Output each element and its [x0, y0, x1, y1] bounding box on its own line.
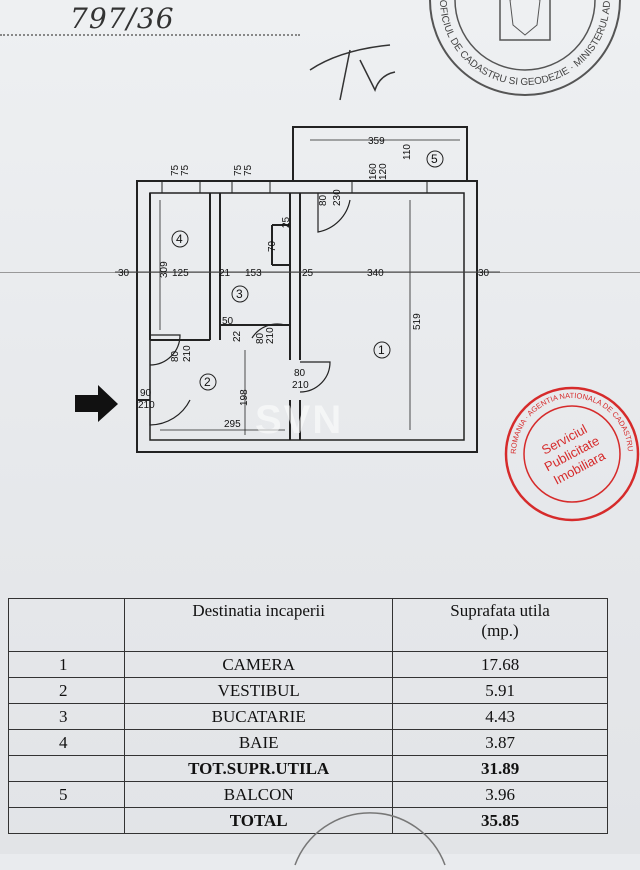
- door-kitchen-arc: [251, 323, 286, 339]
- window-kitchen: [231, 180, 271, 194]
- coat-of-arms-icon: [499, 0, 551, 41]
- dim-wall-left: 30: [118, 268, 130, 279]
- door-entry-arc: [149, 380, 191, 426]
- dim-room-width: 340: [367, 268, 384, 279]
- dim-bath-width: 125: [172, 268, 189, 279]
- dim-wall-mid2: 25: [302, 268, 314, 279]
- dim-kitchen-depth-a: 25: [281, 216, 292, 228]
- bottom-stamp-fragment: [294, 812, 446, 866]
- room-number-5: 5: [431, 152, 438, 166]
- room-number-1: 1: [378, 343, 385, 357]
- table-row: 2 VESTIBUL 5.91: [7, 677, 608, 704]
- dim-kitchen-small2: 22: [232, 330, 243, 342]
- window-room: [351, 180, 428, 194]
- subtotal-row: TOT.SUPR.UTILA 31.89: [7, 755, 608, 782]
- dim-room-depth: 519: [412, 313, 423, 330]
- publicity-stamp: ROMANIA · AGENTIA NATIONALA DE CADASTRU …: [500, 378, 640, 522]
- header-destination: Destinatia incaperii: [124, 598, 394, 652]
- dim-window-1b: 75: [180, 164, 191, 176]
- dim-hall-depth: 198: [239, 389, 250, 406]
- table-row: 4 BAIE 3.87: [7, 729, 608, 756]
- dim-door-bath-w: 80: [170, 350, 181, 362]
- dim-window-2b: 75: [243, 164, 254, 176]
- dim-hall-width: 295: [224, 419, 241, 430]
- dim-balcony-width: 359: [368, 136, 385, 147]
- watermark: SVN: [255, 398, 344, 442]
- room-number-2: 2: [204, 375, 211, 389]
- outer-wall: [136, 180, 478, 453]
- dim-window-room-h: 120: [378, 163, 389, 180]
- table-row: 5 BALCON 3.96: [7, 781, 608, 808]
- dim-wall-mid: 21: [219, 268, 231, 279]
- dim-door-balcony-w: 80: [318, 194, 329, 206]
- dotted-line: [0, 34, 300, 36]
- dim-kitchen-small: 50: [222, 316, 234, 327]
- table-row: 1 CAMERA 17.68: [7, 651, 608, 678]
- handwritten-reference: 797/36: [70, 2, 175, 35]
- door-room-arc: [299, 361, 331, 393]
- dim-window-1: 75: [170, 164, 181, 176]
- dim-balcony-depth: 110: [402, 144, 413, 160]
- table-header-row: Destinatia incaperii Suprafata utila (mp…: [7, 598, 608, 652]
- dim-window-room-w: 160: [368, 163, 379, 180]
- entry-arrow-icon: [75, 385, 118, 422]
- header-area: Suprafata utila (mp.): [392, 598, 608, 652]
- dim-door-kitchen-h: 210: [265, 327, 276, 344]
- room-number-3: 3: [236, 287, 243, 301]
- dim-wall-right: 30: [478, 268, 490, 279]
- cadastre-stamp-top: OFICIUL DE CADASTRU SI GEODEZIE · MINIST…: [425, 0, 621, 96]
- window-bath: [161, 180, 201, 194]
- floor-plan: 4 3 2 1 5 359 110 75 75 75 75 80 230 1: [0, 100, 640, 480]
- total-row: TOTAL 35.85: [7, 807, 608, 834]
- room-number-4: 4: [176, 232, 183, 246]
- table-row: 3 BUCATARIE 4.43: [7, 703, 608, 730]
- dim-entry-door-w: 90: [140, 388, 152, 399]
- header-empty: [7, 598, 126, 652]
- dim-door-room-h: 210: [292, 380, 309, 391]
- signature: [309, 44, 396, 101]
- dim-door-bath-h: 210: [182, 345, 193, 362]
- dim-bath-length: 309: [159, 261, 170, 278]
- dim-window-2: 75: [233, 164, 244, 176]
- door-bath-arc: [149, 334, 181, 366]
- dim-kitchen-width: 153: [245, 268, 262, 279]
- dim-entry-door-h: 210: [138, 400, 155, 411]
- dim-door-balcony-h: 230: [332, 189, 343, 206]
- dim-door-room-w: 80: [294, 368, 306, 379]
- area-table: Destinatia incaperii Suprafata utila (mp…: [7, 598, 608, 834]
- dim-kitchen-depth-b: 70: [267, 240, 278, 252]
- door-balcony-arc: [317, 193, 351, 233]
- dim-door-kitchen-w: 80: [255, 332, 266, 344]
